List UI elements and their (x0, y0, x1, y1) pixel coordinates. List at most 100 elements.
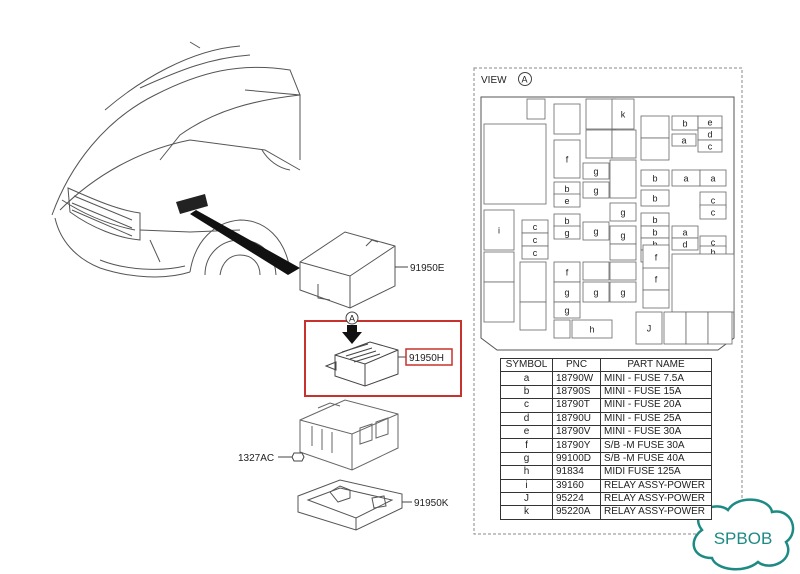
fuse-slot (663, 311, 687, 345)
fuse-slot-label: e (564, 196, 569, 206)
fuse-slot-label: i (498, 226, 500, 236)
fuse-slot (553, 139, 581, 179)
lower-bracket (299, 399, 399, 471)
view-a-label: A (349, 314, 355, 324)
callout-1327AC: 1327AC (238, 453, 274, 464)
fuse-slot-label: c (533, 222, 538, 232)
cell-symbol: b (500, 384, 553, 400)
fuse-slot (611, 129, 637, 159)
fuse-box-location-marker (176, 194, 208, 214)
fuse-slot-label: b (652, 174, 657, 184)
fuse-box-module (324, 341, 399, 387)
fuse-slot-label: b (652, 194, 657, 204)
cell-symbol: c (500, 398, 553, 413)
fuse-slot-label: g (564, 306, 569, 316)
cell-pnc: 18790T (552, 398, 601, 413)
fuse-slot (609, 202, 637, 222)
fuse-slot (553, 193, 581, 208)
fuse-slot (483, 251, 515, 283)
callout-91950E: 91950E (410, 263, 445, 274)
cell-symbol: e (500, 424, 553, 440)
fuse-slot-label: e (707, 118, 712, 128)
fuse-slot-label: f (655, 275, 658, 285)
cell-symbol: i (500, 478, 553, 493)
fuse-slot (640, 115, 670, 139)
fuse-slot (685, 311, 709, 345)
fuse-slot-label: J (647, 324, 652, 334)
vehicle-illustration (51, 41, 301, 278)
callout-91950K: 91950K (414, 498, 449, 509)
cell-pnc: 99100D (552, 451, 601, 467)
header-part-name: PART NAME (600, 357, 712, 373)
cell-symbol: a (500, 371, 553, 386)
fuse-slot (611, 98, 635, 130)
fuse-slot-label: b (564, 184, 569, 194)
fuse-slot (699, 204, 727, 220)
fuse-slot (671, 237, 699, 251)
fuse-slot-label: f (566, 268, 569, 278)
fuse-slot (483, 209, 515, 251)
fuse-slot (483, 281, 515, 323)
fuse-slot-label: b (652, 240, 657, 250)
fuse-slot (640, 189, 670, 207)
fuse-slot-label: c (533, 235, 538, 245)
cell-part-name: MINI - FUSE 7.5A (600, 371, 712, 386)
fuse-slot-label: c (708, 142, 713, 152)
view-title-marker (518, 72, 532, 86)
view-title: VIEW (481, 75, 507, 86)
cell-symbol: h (500, 465, 553, 480)
cell-pnc: 39160 (552, 478, 601, 493)
fuse-slot-label: c (711, 238, 716, 248)
fuse-slot-label: b (652, 228, 657, 238)
fuse-slot (609, 261, 637, 281)
fuse-slot (553, 225, 581, 240)
cell-pnc: 18790Y (552, 438, 601, 453)
view-title-marker-label: A (522, 75, 528, 85)
cell-part-name: RELAY ASSY-POWER (600, 491, 712, 507)
cell-part-name: S/B -M FUSE 30A (600, 438, 712, 453)
cell-pnc: 95224 (552, 491, 601, 507)
watermark-text: SPBOB (714, 529, 773, 548)
header-symbol: SYMBOL (500, 357, 553, 373)
fuse-slot (609, 281, 637, 303)
fuse-slot-label: g (620, 208, 625, 218)
fuse-slot (640, 137, 670, 161)
fuse-slot-label: a (683, 174, 688, 184)
parts-table-header: SYMBOL PNC PART NAME (500, 357, 712, 373)
fuse-slot (640, 169, 670, 187)
fuse-slot (582, 281, 610, 303)
cell-part-name: MINI - FUSE 30A (600, 424, 712, 440)
fuse-slot (707, 311, 733, 345)
fuse-slot (697, 139, 723, 153)
fuse-slot (483, 123, 547, 205)
cell-pnc: 18790S (552, 384, 601, 400)
fuse-slot (519, 301, 547, 331)
header-pnc: PNC (552, 357, 601, 373)
fuse-slot-label: d (707, 130, 712, 140)
watermark-badge: SPBOB (692, 498, 795, 571)
fuse-slot-label: b (682, 119, 687, 129)
fuse-slot (671, 253, 735, 313)
cell-pnc: 91834 (552, 465, 601, 480)
cell-part-name: MINI - FUSE 25A (600, 411, 712, 426)
fuse-slot-label: d (682, 240, 687, 250)
fuse-slot (526, 98, 546, 120)
cell-symbol: k (500, 505, 553, 520)
cell-part-name: RELAY ASSY-POWER (600, 505, 712, 520)
fuse-slot (642, 244, 670, 270)
cell-part-name: MINI - FUSE 20A (600, 398, 712, 413)
view-a-marker (345, 311, 359, 325)
fuse-slot-label: c (711, 196, 716, 206)
cell-part-name: S/B -M FUSE 40A (600, 451, 712, 467)
callout-box-91950H (405, 348, 453, 366)
fuse-slot (582, 261, 610, 281)
bolt-icon (291, 452, 305, 462)
